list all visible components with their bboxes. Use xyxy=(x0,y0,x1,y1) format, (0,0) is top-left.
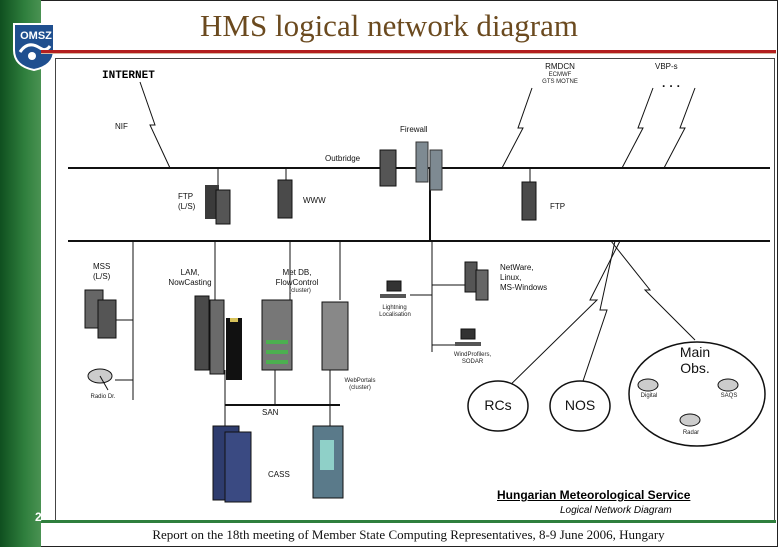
footer-text: Report on the 18th meeting of Member Sta… xyxy=(152,527,665,542)
omsz-logo-icon xyxy=(13,23,55,72)
mss-label: MSS xyxy=(93,262,111,271)
nos-label: NOS xyxy=(564,397,596,413)
org-name: Hungarian Meteorological Service xyxy=(497,488,691,502)
lam-server-icon xyxy=(194,295,242,380)
www-server-icon xyxy=(277,179,293,219)
metdb-server-icon xyxy=(261,299,293,371)
netware-label: NetWare, xyxy=(500,263,534,272)
nos-node xyxy=(549,380,611,432)
netware-server-icon xyxy=(464,261,489,301)
saqs-label: SAQS xyxy=(720,393,738,399)
cass-storage-icon xyxy=(212,425,252,503)
rmdcn-link-bolt xyxy=(501,87,533,169)
logo-text: OMSZ xyxy=(20,30,52,42)
radio-dr-dish-icon xyxy=(87,368,113,391)
webportals-server-icon xyxy=(321,301,349,371)
metdb-sub-2: (cluster) xyxy=(289,288,311,294)
cass-label: CASS xyxy=(268,470,290,479)
rcs-link-bolt xyxy=(499,240,621,396)
netware-sub-2: MS-Windows xyxy=(500,283,548,292)
rmdcn-sub-1: ECMWF xyxy=(548,72,572,78)
main-obs-label: Main xyxy=(679,344,711,360)
nos-link-bolt xyxy=(579,240,616,391)
lam-label: LAM, xyxy=(180,268,200,277)
vbp-link-bolt-1 xyxy=(621,87,654,169)
digital-dish-icon xyxy=(637,378,659,392)
title-underline xyxy=(41,50,776,53)
title-underline-thin xyxy=(41,53,776,54)
radio-dr-label: Radio Dr. xyxy=(90,394,116,400)
ftp-ls-sub: (L/S) xyxy=(178,202,196,211)
internet-link-bolt xyxy=(139,81,171,169)
page-title: HMS logical network diagram xyxy=(200,8,578,43)
rcs-label: RCs xyxy=(484,397,512,413)
vbp-label: VBP-s xyxy=(655,62,678,71)
ftp-ls-server-icon xyxy=(205,185,231,225)
rcs-node xyxy=(467,380,529,432)
lightning-sub: Localisation xyxy=(379,312,411,318)
tape-library-icon xyxy=(312,425,344,499)
outbridge-server-icon xyxy=(379,149,397,187)
webportals-sub: (cluster) xyxy=(349,385,371,391)
internet-label: INTERNET xyxy=(102,70,155,82)
mss-sub: (L/S) xyxy=(93,272,111,281)
rmdcn-label: RMDCN xyxy=(545,62,575,71)
rmdcn-sub-2: GTS MOTNE xyxy=(542,79,578,85)
main-obs-node xyxy=(628,341,766,447)
main-obs-link-bolt xyxy=(610,240,696,341)
footer-rule xyxy=(41,520,776,523)
firewall-label: Firewall xyxy=(400,125,428,134)
mss-server-icon xyxy=(84,289,117,339)
left-green-bar xyxy=(0,0,41,547)
radar-label: Radar xyxy=(682,430,700,436)
windprofiler-sub: SODAR xyxy=(461,359,484,365)
www-label: WWW xyxy=(303,196,326,205)
ftp-label: FTP xyxy=(550,202,566,211)
windprofiler-label: WindProfilers, xyxy=(453,352,492,358)
saqs-dish-icon xyxy=(717,378,739,392)
san-label: SAN xyxy=(262,408,279,417)
vbp-link-bolt-2 xyxy=(663,87,696,169)
digital-label: Digital xyxy=(640,393,658,399)
webportals-label: WebPortals xyxy=(344,378,376,384)
firewall-icon xyxy=(415,141,429,183)
lam-sub: NowCasting xyxy=(168,278,212,287)
netware-sub: Linux, xyxy=(500,273,522,282)
page-number: 2 xyxy=(35,510,42,524)
ftp-server-icon xyxy=(521,181,537,221)
outbridge-label: Outbridge xyxy=(325,154,361,163)
windprofiler-pc-icon xyxy=(455,328,481,346)
radar-dish-icon xyxy=(679,413,701,427)
vbp-dots: · · · xyxy=(662,79,681,93)
metdb-sub: FlowControl xyxy=(275,278,319,287)
metdb-label: Met DB, xyxy=(282,268,312,277)
nif-label: NIF xyxy=(115,122,128,131)
lightning-pc-icon xyxy=(380,280,406,298)
ftp-ls-label: FTP xyxy=(178,192,194,201)
org-subtitle: Logical Network Diagram xyxy=(560,505,672,516)
main-obs-sub: Obs. xyxy=(680,360,710,376)
lightning-label: Lightning xyxy=(382,305,407,311)
